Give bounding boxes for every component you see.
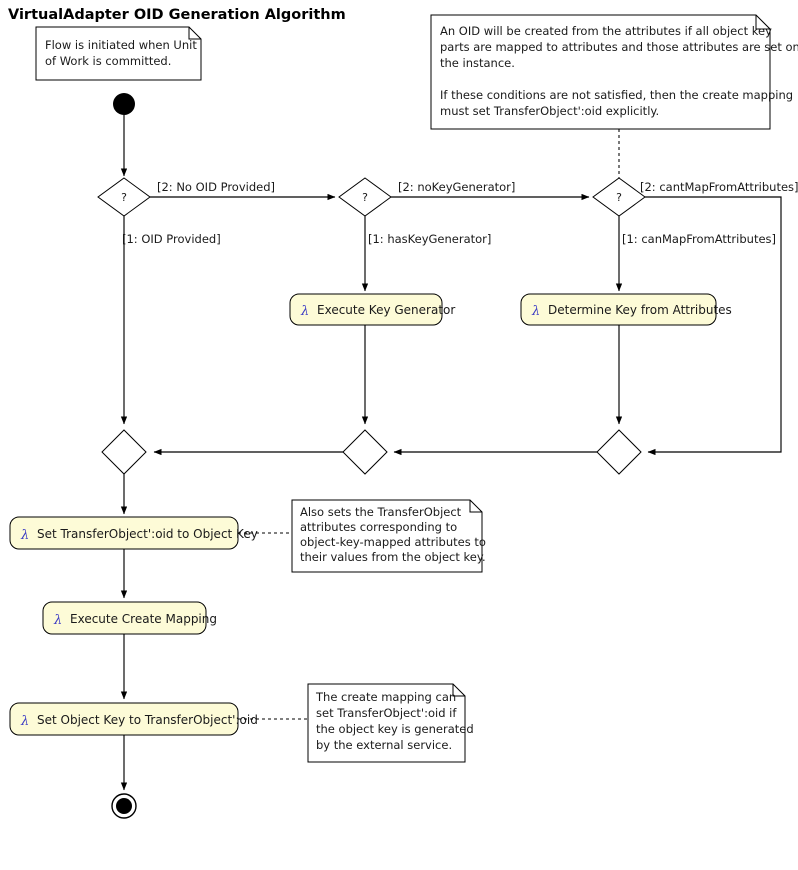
note-start: Flow is initiated when Unit of Work is c… [35,26,202,81]
lambda-icon: λ [20,528,29,543]
action-determine-key-from-attributes[interactable]: λ Determine Key from Attributes [520,293,732,326]
note-start-fold [188,27,201,40]
action-determine-key-label: Determine Key from Attributes [548,303,732,317]
decision2-label: ? [362,191,368,204]
note-also-sets-body [291,499,483,573]
lambda-icon: λ [53,613,62,628]
merge-node-2 [342,429,388,475]
decision3-label: ? [616,191,622,204]
lambda-icon: λ [20,714,29,729]
merge-node-1 [101,429,147,475]
decision1-label: ? [121,191,127,204]
note-also-sets-line-0: Also sets the TransferObject [300,505,462,519]
note-create-mapping-body [307,683,466,763]
action-execute-key-generator-box[interactable] [289,293,443,326]
merge3-shape [596,429,642,475]
action-execute-create-mapping[interactable]: λ Execute Create Mapping [42,601,217,635]
note-also-sets-line-3: their values from the object key. [300,550,486,564]
note-start-line-1: of Work is committed. [45,54,171,68]
note-create-mapping-fold [452,684,465,697]
note-create-mapping-line-3: by the external service. [316,738,452,752]
final-node [111,793,137,819]
guard-no-key-generator: [2: noKeyGenerator] [398,180,515,194]
note-oid-attributes-body [430,14,771,130]
note-also-sets: Also sets the TransferObject attributes … [291,499,486,573]
action-set-object-key[interactable]: λ Set Object Key to TransferObject':oid [9,702,258,736]
action-set-transferobject-oid[interactable]: λ Set TransferObject':oid to Object Key [9,516,258,550]
note-oid-line-5: must set TransferObject':oid explicitly. [440,104,659,118]
note-create-mapping-line-1: set TransferObject':oid if [316,706,457,720]
lambda-icon: λ [300,304,309,319]
note-also-sets-fold [469,500,482,513]
action-execute-key-generator[interactable]: λ Execute Key Generator [289,293,455,326]
guard-no-oid-provided: [2: No OID Provided] [157,180,275,194]
note-create-mapping: The create mapping can set TransferObjec… [307,683,474,763]
guard-cant-map-from-attributes: [2: cantMapFromAttributes] [640,180,798,194]
action-set-transferobject-oid-label: Set TransferObject':oid to Object Key [37,527,258,541]
note-start-line-0: Flow is initiated when Unit [45,38,197,52]
decision-node-3: ? [592,177,646,217]
guard-oid-provided: [1: OID Provided] [122,232,221,246]
note-create-mapping-line-2: the object key is generated [316,722,474,736]
note-oid-attributes-fold [755,15,770,30]
merge1-shape [101,429,147,475]
note-create-mapping-line-0: The create mapping can [315,690,456,704]
note-oid-line-1: parts are mapped to attributes and those… [440,40,798,54]
action-execute-key-generator-label: Execute Key Generator [317,303,455,317]
merge-node-3 [596,429,642,475]
note-oid-line-4: If these conditions are not satisfied, t… [440,88,793,102]
final-node-core [116,798,132,814]
note-also-sets-line-1: attributes corresponding to [300,520,457,534]
action-execute-create-mapping-label: Execute Create Mapping [70,612,217,626]
decision-node-1: ? [97,177,151,217]
note-start-body [35,26,202,81]
action-set-object-key-label: Set Object Key to TransferObject':oid [37,713,258,727]
initial-node [113,93,135,115]
note-oid-line-0: An OID will be created from the attribut… [440,24,772,38]
guard-has-key-generator: [1: hasKeyGenerator] [368,232,491,246]
note-oid-line-2: the instance. [440,56,515,70]
edge-decision3-to-merge3-right [645,196,782,456]
merge2-shape [342,429,388,475]
decision-node-2: ? [338,177,392,217]
lambda-icon: λ [531,304,540,319]
note-oid-attributes: An OID will be created from the attribut… [430,14,798,130]
page-title: VirtualAdapter OID Generation Algorithm [8,7,346,23]
guard-can-map-from-attributes: [1: canMapFromAttributes] [622,232,776,246]
note-also-sets-line-2: object-key-mapped attributes to [300,535,486,549]
